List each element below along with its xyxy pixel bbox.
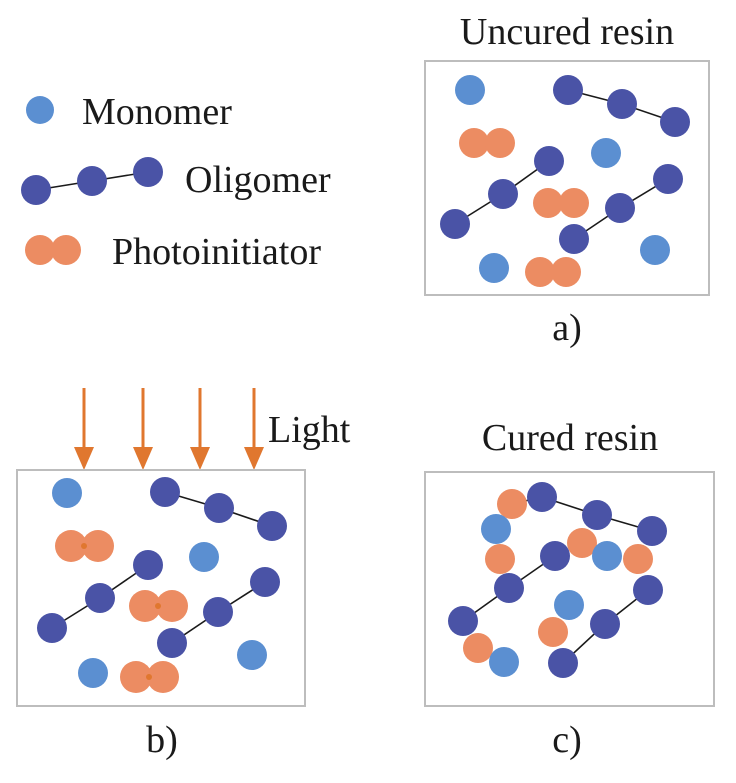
oligomer — [37, 550, 163, 643]
legend-photoinitiator-symbol — [25, 235, 81, 265]
monomer — [455, 75, 485, 105]
light-arrow — [244, 388, 264, 470]
photoinitiator-activated — [129, 590, 188, 622]
oligomer-unit — [582, 500, 612, 530]
crosslinked-photoinitiator — [567, 528, 597, 558]
crosslinked-photoinitiator — [538, 617, 568, 647]
crosslinked-photoinitiator — [485, 544, 515, 574]
legend: Monomer Oligomer Photoinitiator — [21, 91, 331, 273]
light-arrow — [74, 388, 94, 470]
panel-b: Light — [16, 388, 351, 761]
monomer — [591, 138, 621, 168]
panel-c-caption: c) — [552, 719, 582, 761]
light-arrows — [74, 388, 264, 470]
oligomer — [553, 75, 690, 137]
monomer — [554, 590, 584, 620]
panel-a-particles — [440, 75, 690, 287]
oligomer-unit — [527, 482, 557, 512]
oligomer-unit — [637, 516, 667, 546]
legend-monomer-symbol — [26, 96, 54, 124]
crosslinked-photoinitiator — [497, 489, 527, 519]
photoinitiator — [459, 128, 515, 158]
monomer — [189, 542, 219, 572]
panel-c-title: Cured resin — [482, 417, 658, 459]
photoinitiator — [525, 257, 581, 287]
panel-c: Cured resin — [424, 417, 715, 761]
monomer — [479, 253, 509, 283]
oligomer-unit — [448, 606, 478, 636]
monomer — [489, 647, 519, 677]
oligomer-unit — [633, 575, 663, 605]
monomer — [78, 658, 108, 688]
oligomer-unit — [494, 573, 524, 603]
oligomer-unit — [548, 648, 578, 678]
oligomer — [440, 146, 564, 239]
panel-a-title: Uncured resin — [460, 11, 674, 53]
oligomer — [157, 567, 280, 658]
panel-a: Uncured resin — [424, 11, 710, 349]
oligomer-unit — [590, 609, 620, 639]
light-label: Light — [268, 409, 351, 451]
panel-b-particles — [37, 477, 287, 693]
legend-photoinitiator-label: Photoinitiator — [112, 231, 321, 273]
oligomer — [559, 164, 683, 254]
monomer — [481, 514, 511, 544]
legend-oligomer-symbol — [21, 157, 163, 205]
monomer — [640, 235, 670, 265]
monomer — [52, 478, 82, 508]
panel-a-caption: a) — [552, 307, 582, 349]
light-arrow — [190, 388, 210, 470]
legend-oligomer-label: Oligomer — [185, 159, 331, 201]
legend-monomer-label: Monomer — [82, 91, 232, 133]
photoinitiator — [533, 188, 589, 218]
monomer — [237, 640, 267, 670]
photoinitiator-activated — [120, 661, 179, 693]
panel-c-network — [448, 482, 667, 678]
oligomer — [150, 477, 287, 541]
crosslinked-photoinitiator — [623, 544, 653, 574]
oligomer-unit — [540, 541, 570, 571]
crosslinked-photoinitiator — [463, 633, 493, 663]
photoinitiator-activated — [55, 530, 114, 562]
light-arrow — [133, 388, 153, 470]
monomer — [592, 541, 622, 571]
panel-b-caption: b) — [146, 719, 178, 761]
